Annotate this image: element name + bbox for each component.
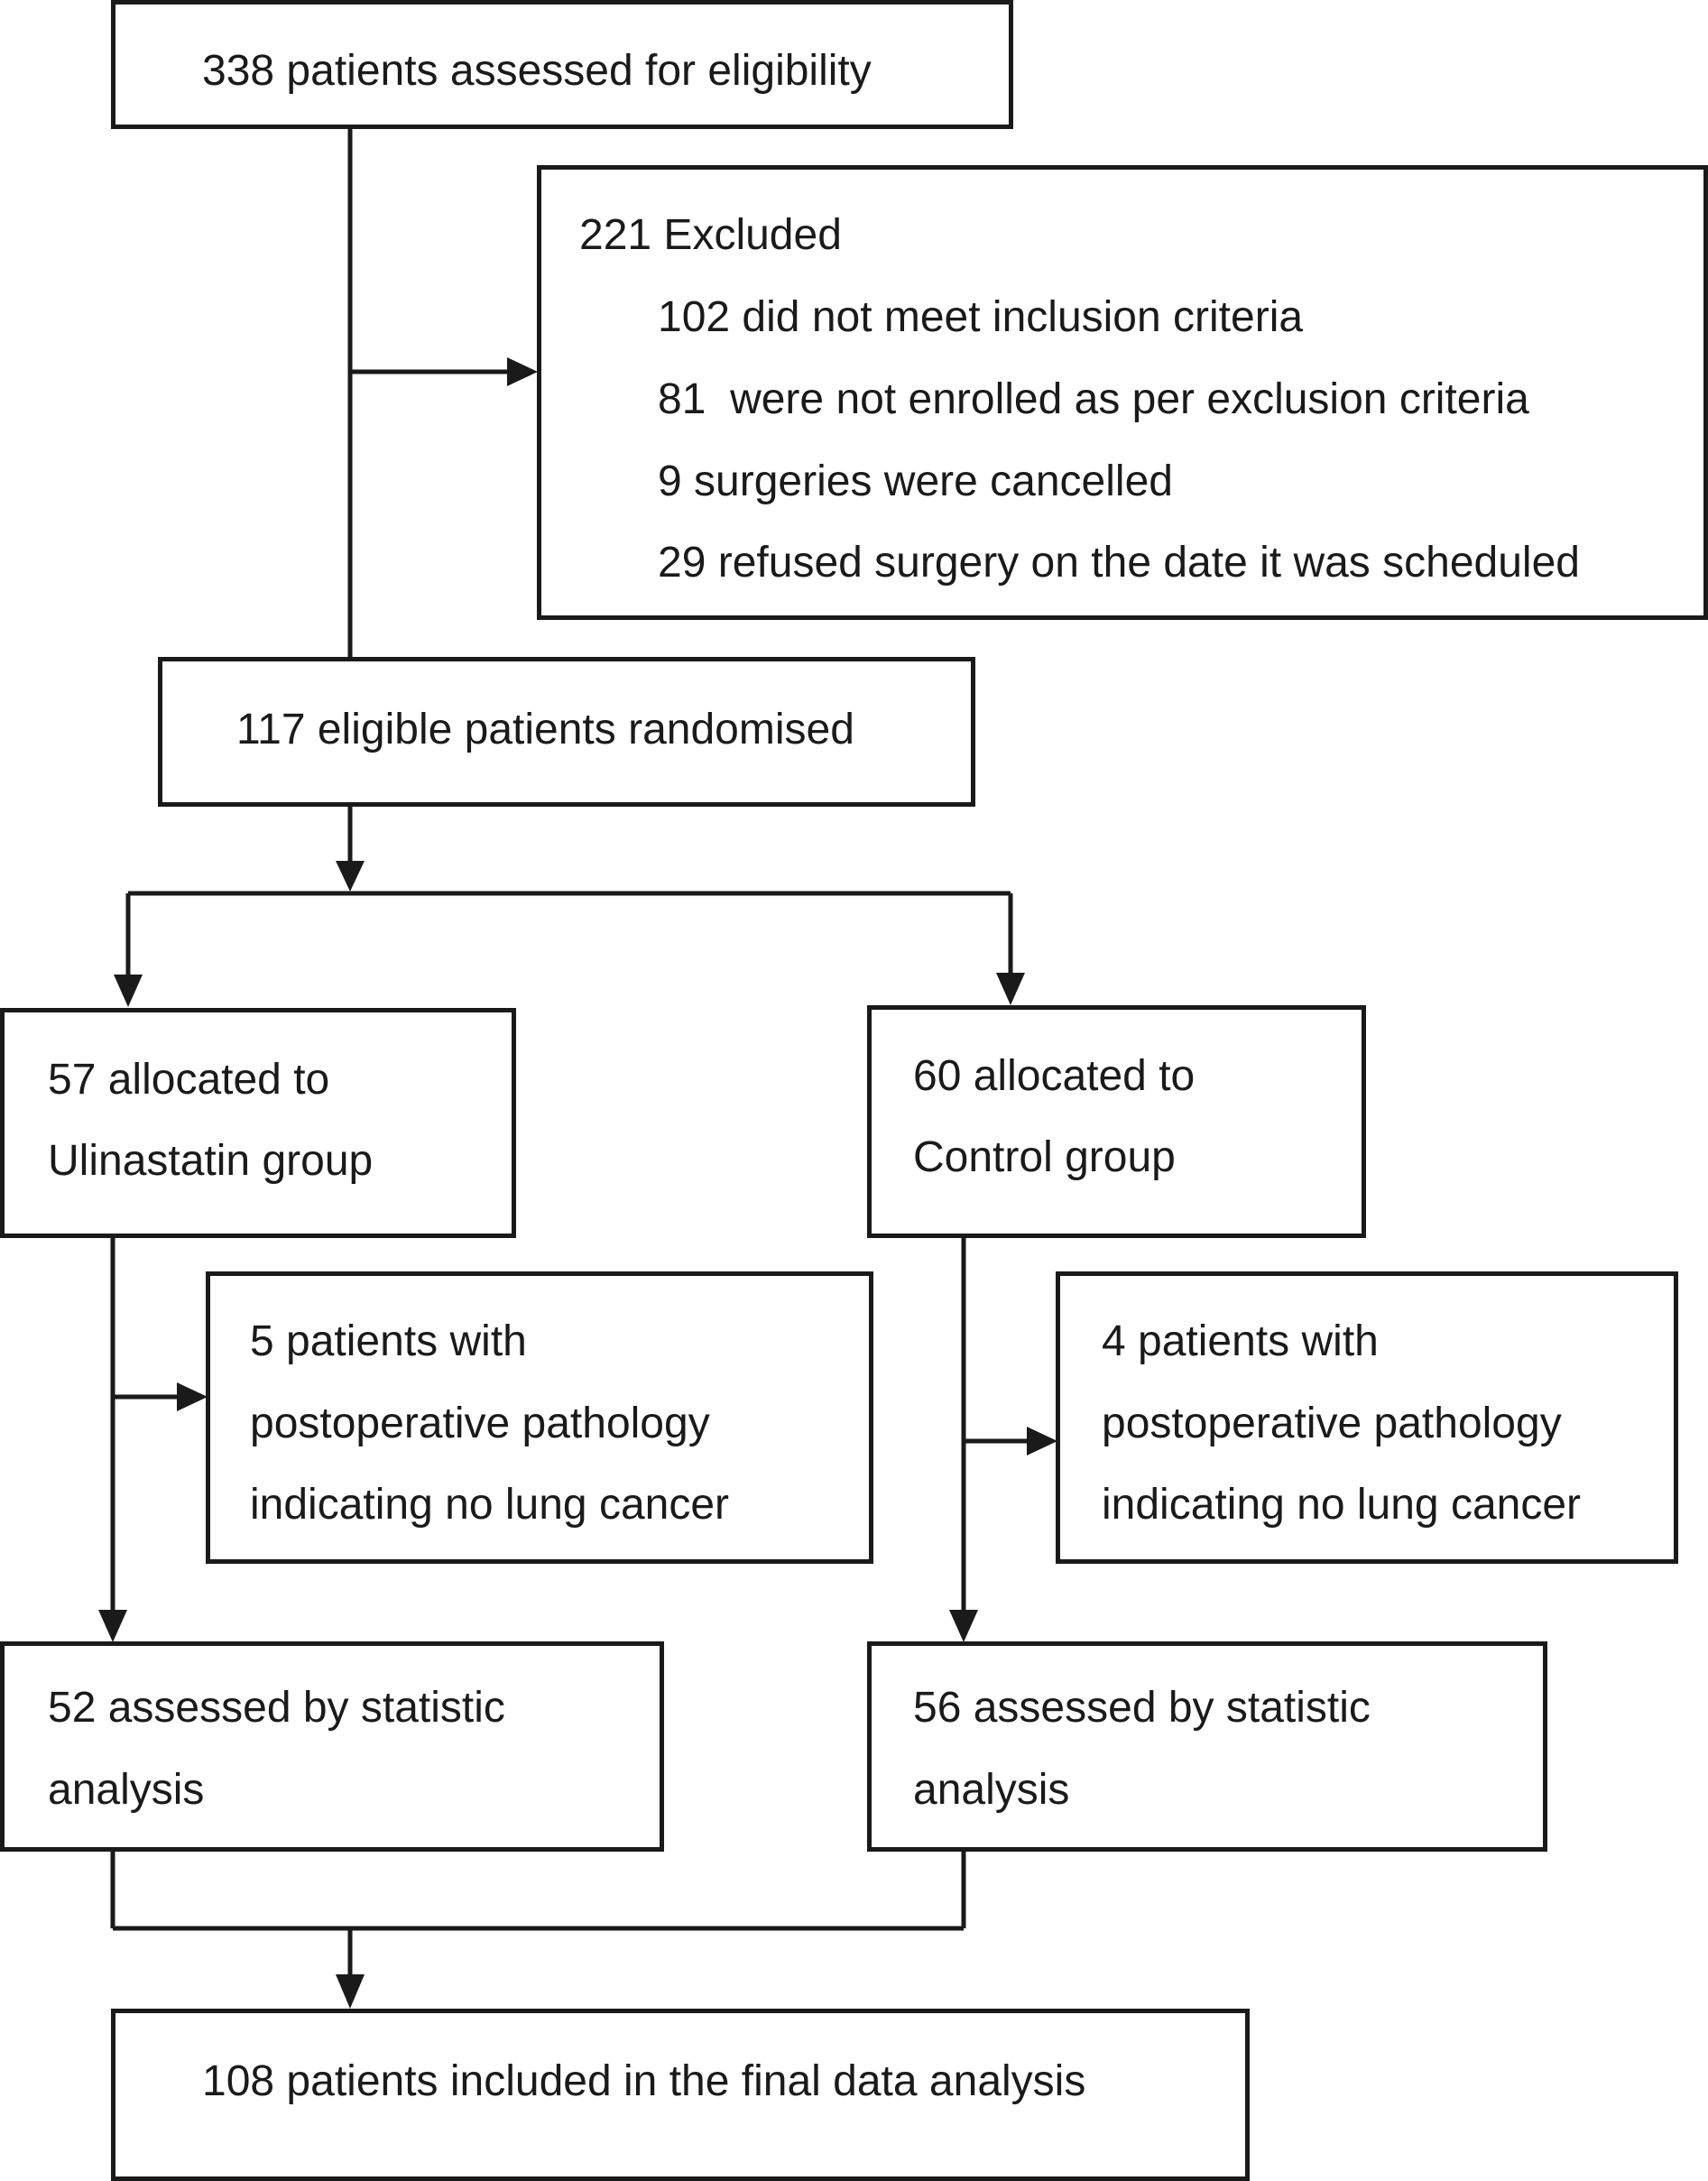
control-alloc-line: Control group (913, 1133, 1176, 1181)
arrowhead-ulinastatin-excl (177, 1382, 208, 1411)
ulinastatin-alloc-line: Ulinastatin group (48, 1137, 374, 1185)
arrowhead-control-alloc (996, 973, 1025, 1005)
box-control-allocation: 60 allocated to Control group (867, 1005, 1366, 1238)
arrowhead-randomised-split (336, 861, 365, 892)
box-excluded: 221 Excluded 102 did not meet inclusion … (537, 165, 1708, 620)
box-ulinastatin-exclusion: 5 patients with postoperative pathology … (206, 1271, 873, 1564)
box-assessed-for-eligibility: 338 patients assessed for eligibility (111, 0, 1013, 129)
arrowhead-control-excl (1027, 1427, 1057, 1456)
ulinastatin-excl-line: 5 patients with (250, 1317, 527, 1365)
box-ulinastatin-allocation: 57 allocated to Ulinastatin group (0, 1008, 516, 1238)
final-text: 108 patients included in the final data … (202, 2057, 1086, 2105)
control-analysed-line: 56 assessed by statistic (913, 1684, 1371, 1732)
excluded-item: 102 did not meet inclusion criteria (658, 293, 1304, 341)
control-alloc-line: 60 allocated to (913, 1052, 1196, 1100)
box-control-analysed: 56 assessed by statistic analysis (867, 1641, 1547, 1852)
randomised-text: 117 eligible patients randomised (236, 706, 854, 753)
excluded-item: 29 refused surgery on the date it was sc… (658, 539, 1580, 587)
box-ulinastatin-analysed: 52 assessed by statistic analysis (0, 1641, 664, 1852)
ulinastatin-excl-line: indicating no lung cancer (250, 1481, 730, 1529)
arrowhead-excluded (507, 357, 538, 386)
ulinastatin-analysed-line: analysis (48, 1766, 205, 1814)
excluded-item: 9 surgeries were cancelled (658, 457, 1173, 505)
control-excl-line: indicating no lung cancer (1102, 1481, 1582, 1529)
arrowhead-ulinastatin-alloc (114, 975, 143, 1007)
ulinastatin-excl-line: postoperative pathology (250, 1400, 710, 1447)
ulinastatin-alloc-line: 57 allocated to (48, 1056, 330, 1104)
arrowhead-final (336, 1974, 365, 2009)
box-control-exclusion: 4 patients with postoperative pathology … (1056, 1271, 1678, 1564)
box-randomised: 117 eligible patients randomised (158, 657, 975, 807)
control-excl-line: postoperative pathology (1102, 1400, 1562, 1447)
excluded-title: 221 Excluded (579, 211, 842, 259)
control-excl-line: 4 patients with (1102, 1317, 1379, 1365)
excluded-item: 81 were not enrolled as per exclusion cr… (658, 375, 1529, 423)
assessed-text: 338 patients assessed for eligibility (202, 47, 872, 95)
arrowhead-ulinastatin-analysed (98, 1610, 127, 1642)
ulinastatin-analysed-line: 52 assessed by statistic (48, 1684, 505, 1732)
control-analysed-line: analysis (913, 1766, 1070, 1814)
box-final-analysis: 108 patients included in the final data … (111, 2009, 1250, 2181)
arrowhead-control-analysed (949, 1610, 978, 1642)
